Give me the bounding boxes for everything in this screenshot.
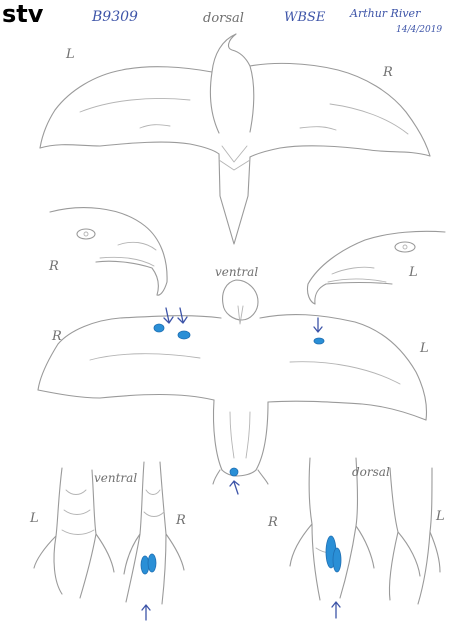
- side-label-ventral-right: L: [419, 341, 429, 356]
- head-profile-left-sketch: [50, 208, 167, 296]
- dorsal-feet-sketch: [290, 458, 440, 604]
- side-label-foot-ventral-left: L: [29, 511, 39, 526]
- corner-text: stv: [2, 0, 44, 28]
- date-label: 14/4/2019: [396, 25, 442, 35]
- view-label-ventral-feet: ventral: [94, 471, 137, 485]
- view-label-ventral-body: ventral: [215, 265, 258, 279]
- side-label-foot-ventral-right: R: [175, 513, 186, 528]
- dorsal-eagle-sketch: [40, 34, 430, 244]
- head-profile-right-sketch: [307, 231, 445, 304]
- marking-spot: [333, 548, 341, 572]
- view-label-dorsal-top: dorsal: [203, 11, 244, 26]
- side-label-head-left: R: [48, 259, 59, 274]
- side-label-ventral-left: R: [51, 329, 62, 344]
- marking-spot: [314, 338, 324, 344]
- side-label-head-right: L: [408, 265, 418, 280]
- side-label-foot-dorsal-right: L: [435, 509, 445, 524]
- side-label-top-right: R: [382, 65, 393, 80]
- ventral-eagle-sketch: [38, 280, 427, 484]
- marking-spot: [178, 331, 190, 339]
- arrow-icon: [230, 481, 239, 494]
- arrow-icon: [314, 318, 322, 332]
- side-label-foot-dorsal-left: R: [267, 515, 278, 530]
- location-label: Arthur River: [349, 7, 421, 20]
- arrow-icon: [142, 605, 150, 620]
- marking-spot: [148, 554, 156, 572]
- view-label-dorsal-feet: dorsal: [352, 465, 390, 479]
- marking-spot: [230, 468, 238, 476]
- bird-id: B9309: [91, 9, 138, 25]
- arrow-icon: [332, 602, 340, 618]
- marking-spot: [154, 324, 164, 332]
- side-label-top-left: L: [65, 47, 75, 62]
- species-code: WBSE: [284, 10, 326, 25]
